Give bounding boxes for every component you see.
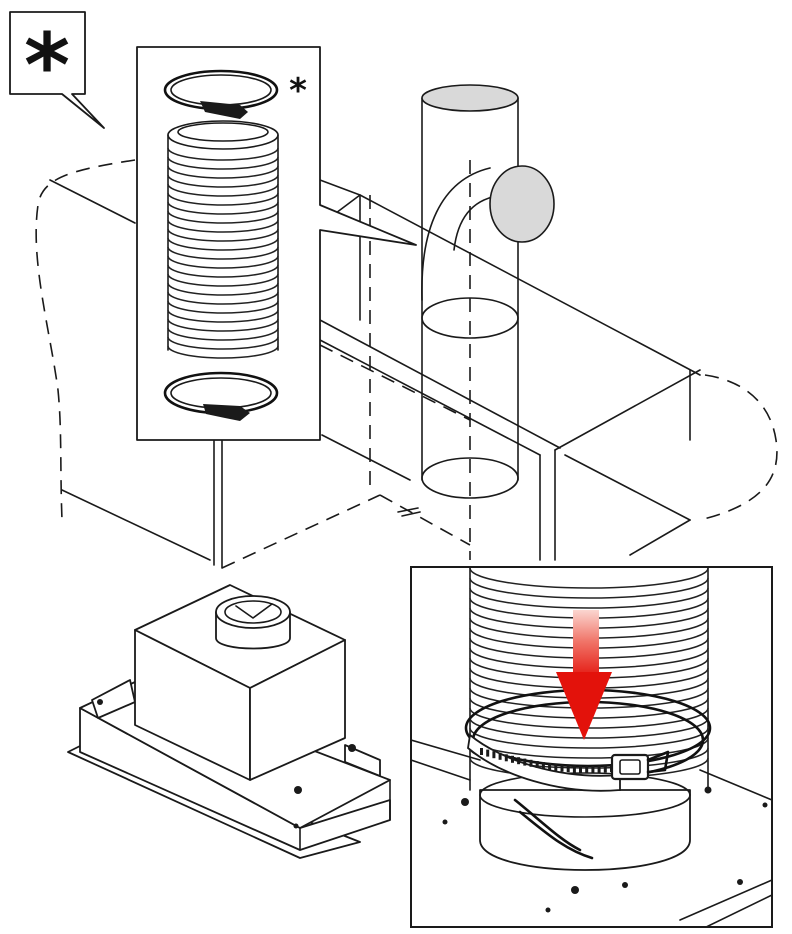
- hose-rib: [167, 264, 279, 278]
- clamp-band-slot: [597, 765, 601, 773]
- detail-inset-hose-connection: [410, 566, 773, 928]
- clamp-band-slot: [486, 749, 490, 757]
- flexible-duct-hose: [167, 120, 279, 359]
- hose-rib: [167, 201, 279, 215]
- hose-rib: [167, 183, 279, 197]
- clamp-band-slot: [535, 761, 539, 768]
- hose-rib: [167, 210, 279, 224]
- clamp-band-slot: [529, 759, 533, 767]
- hose-rib: [167, 237, 279, 251]
- hose-rib: [167, 318, 279, 332]
- hose-rib: [167, 156, 279, 170]
- clamp-band-slot: [498, 752, 502, 760]
- clamp-band-slot: [504, 754, 508, 762]
- clamp-band-slot: [548, 763, 552, 770]
- clamp-screw-housing: [610, 753, 650, 781]
- clamp-asterisk: *: [289, 71, 307, 111]
- callout-duct-kit: *: [136, 46, 417, 441]
- hose-rib: [167, 336, 279, 350]
- hose-rib: [167, 174, 279, 188]
- hose-rib: [167, 327, 279, 341]
- hose-rib: [167, 300, 279, 314]
- hose-rib: [167, 309, 279, 323]
- hose-rib: [469, 577, 709, 599]
- hose-rib: [469, 587, 709, 609]
- clamp-band-slot: [585, 766, 589, 773]
- hood-motor-unit: [67, 584, 391, 859]
- hose-rib: [167, 192, 279, 206]
- clamp-band-slot: [566, 765, 570, 773]
- hose-clamp-icon: *: [163, 69, 307, 119]
- clamp-band-slot: [523, 758, 527, 766]
- side-duct-opening: [489, 165, 555, 243]
- hose-rib: [469, 707, 709, 729]
- hose-rib: [167, 228, 279, 242]
- clamp-band-slot: [511, 755, 514, 763]
- clamp-band-slot: [591, 766, 595, 773]
- hose-rib: [167, 282, 279, 296]
- hose-rib: [167, 273, 279, 287]
- clamp-band-slot: [492, 751, 496, 759]
- asterisk-badge-symbol: *: [24, 14, 70, 117]
- hose-rib: [167, 165, 279, 179]
- hose-rib: [167, 246, 279, 260]
- hose-clamp-icon: [163, 371, 279, 421]
- clamp-band-slot: [603, 765, 607, 773]
- clamp-band-slot: [572, 765, 576, 773]
- hose-rib: [167, 219, 279, 233]
- wall-cabinet: [35, 159, 778, 569]
- hose-rib: [469, 567, 709, 589]
- clamp-band-slot: [554, 763, 558, 771]
- hose-rib: [167, 255, 279, 269]
- vertical-duct: [421, 84, 555, 560]
- clamp-band-slot: [560, 764, 564, 772]
- hose-rib: [167, 147, 279, 161]
- hose-rib: [167, 291, 279, 305]
- clamp-band-slot: [579, 765, 582, 773]
- down-arrow-icon: [556, 610, 612, 740]
- hose-rib: [469, 727, 709, 749]
- asterisk-badge: *: [9, 11, 105, 129]
- clamp-band-slot: [517, 757, 521, 765]
- clamp-band-slot: [480, 748, 483, 755]
- clamp-band-slot: [541, 762, 545, 770]
- hose-rib: [167, 345, 279, 359]
